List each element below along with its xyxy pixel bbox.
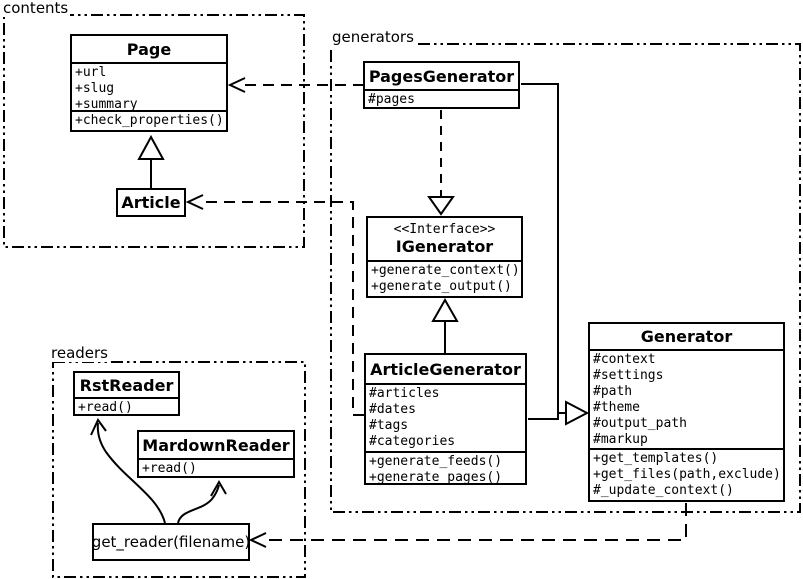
attribute: #dates (369, 402, 416, 417)
attribute: #categories (369, 434, 456, 449)
class-pagesgenerator-attributes: #pages (365, 89, 518, 107)
package-generators-border (330, 43, 801, 513)
class-article-title: Article (121, 193, 181, 212)
attribute: #context (593, 352, 656, 367)
class-generator: Generator #context #settings #path #them… (588, 322, 785, 502)
class-igenerator-title: <<Interface>> IGenerator (368, 218, 521, 260)
package-contents-border (3, 14, 305, 248)
class-igenerator-name: IGenerator (395, 237, 494, 256)
class-articlegenerator: ArticleGenerator #articles #dates #tags … (364, 353, 527, 485)
class-mardownreader: MardownReader +read() (137, 430, 295, 478)
function-get-reader: get_reader(filename) (92, 523, 250, 561)
package-label-contents: contents (1, 0, 71, 17)
attribute: #articles (369, 386, 440, 401)
method: +read() (78, 400, 133, 414)
connector-articlegenerator-dep-article (185, 194, 364, 416)
class-articlegenerator-title: ArticleGenerator (370, 359, 521, 379)
method: +generate_pages() (369, 470, 503, 483)
connector-generators-extend-generator (521, 83, 590, 426)
class-articlegenerator-attributes: #articles #dates #tags #categories (366, 383, 525, 451)
class-rstreader-title: RstReader (79, 375, 174, 395)
attribute: #tags (369, 418, 409, 433)
method: #_update_context() (593, 483, 734, 498)
method: +generate_output() (371, 279, 512, 294)
package-label-readers: readers (49, 344, 110, 362)
connector-getreader-to-rstreader (90, 418, 166, 524)
connector-pagesgenerator-dep-page (227, 77, 364, 93)
class-mardownreader-title: MardownReader (142, 435, 290, 455)
method: +generate_context() (371, 263, 520, 278)
class-pagesgenerator-title: PagesGenerator (368, 66, 515, 86)
connector-article-extends-page (137, 134, 165, 189)
connector-pagesgenerator-implements-igenerator (427, 110, 455, 216)
class-page-attributes: +url +slug +summary (72, 62, 226, 110)
method: +get_files(path,exclude) (593, 467, 781, 482)
class-rstreader: RstReader +read() (73, 371, 180, 416)
class-articlegenerator-methods: +generate_feeds() +generate_pages() (366, 451, 525, 483)
class-mardownreader-methods: +read() (139, 458, 293, 476)
attribute: #path (593, 384, 633, 399)
attribute: +summary (75, 97, 138, 110)
attribute: #pages (368, 92, 415, 107)
attribute: #output_path (593, 416, 687, 431)
class-generator-methods: +get_templates() +get_files(path,exclude… (590, 448, 783, 500)
connector-generator-dep-getreader (248, 503, 687, 548)
class-page-methods: +check_properties() (72, 110, 226, 130)
class-generator-title: Generator (640, 327, 733, 346)
class-igenerator-methods: +generate_context() +generate_output() (368, 260, 521, 296)
package-label-generators: generators (330, 28, 416, 46)
attribute: #theme (593, 400, 640, 415)
package-readers-border (52, 361, 306, 578)
connector-articlegenerator-extends-igenerator (431, 297, 459, 354)
method: +check_properties() (75, 113, 224, 128)
attribute: +slug (75, 81, 115, 96)
class-generator-attributes: #context #settings #path #theme #output_… (590, 349, 783, 448)
method: +generate_feeds() (369, 454, 503, 469)
class-igenerator-stereotype: <<Interface>> (393, 222, 496, 237)
class-article: Article (116, 188, 186, 217)
attribute: #markup (593, 432, 648, 447)
attribute: +url (75, 65, 107, 80)
class-rstreader-methods: +read() (75, 397, 178, 414)
attribute: #settings (593, 368, 664, 383)
class-page: Page +url +slug +summary +check_properti… (70, 34, 228, 132)
method: +get_templates() (593, 451, 719, 466)
connector-getreader-to-mardownreader (177, 480, 227, 524)
class-page-title: Page (126, 39, 172, 59)
class-pagesgenerator: PagesGenerator #pages (363, 61, 520, 109)
class-igenerator: <<Interface>> IGenerator +generate_conte… (366, 216, 523, 298)
method: +read() (142, 461, 197, 476)
